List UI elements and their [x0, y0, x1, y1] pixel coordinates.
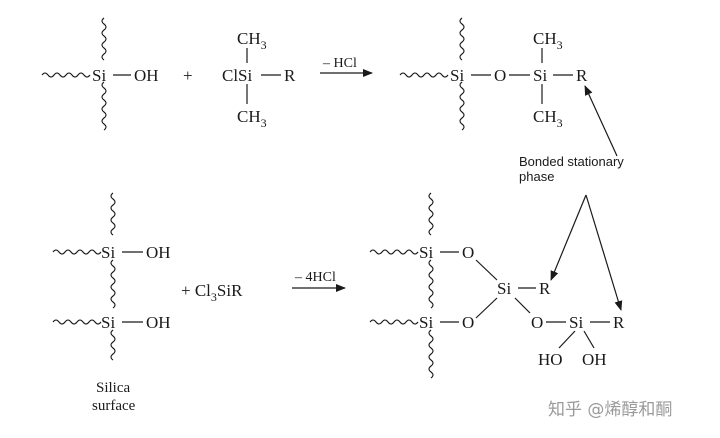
silicon-label: Si: [419, 243, 433, 262]
oxygen-label: O: [462, 313, 474, 332]
trichlorosilane-reagent: + Cl3SiR: [181, 281, 243, 304]
hydroxyl-label: OH: [146, 313, 171, 332]
wavy-bond-bottom: [428, 329, 434, 379]
silicon-label: Si: [533, 66, 547, 85]
silicon-label: Si: [92, 66, 106, 85]
si-o-link-bond: [514, 297, 531, 314]
wavy-bond-top: [428, 192, 434, 236]
silicon-label: Si: [569, 313, 583, 332]
wavy-bond-left: [41, 72, 91, 78]
wavy-bond-bottom: [101, 81, 107, 131]
oxygen-label: O: [531, 313, 543, 332]
wavy-bond-left-bottom: [369, 319, 419, 325]
r-group-label: R: [613, 313, 625, 332]
hydroxyl-label: HO: [538, 350, 563, 369]
wavy-bond-bottom: [459, 81, 465, 131]
wavy-bond-left-bottom: [52, 319, 102, 325]
r-group-label: R: [576, 66, 588, 85]
reaction2-product: Si O Si O Si R O Si R HO OH: [369, 192, 625, 379]
si-oh-bond: [583, 330, 595, 349]
silicon-label: Si: [101, 243, 115, 262]
wavy-bond-top: [101, 17, 107, 61]
r-group-label: R: [539, 279, 551, 298]
reaction2-reactant-silica-surface: Si OH Si OH Silica surface: [52, 192, 171, 414]
silicon-label: Si: [497, 279, 511, 298]
surface-label-line2: surface: [92, 398, 136, 414]
hydroxyl-label: OH: [582, 350, 607, 369]
hydroxyl-label: OH: [134, 66, 159, 85]
si-ho-bond: [558, 330, 576, 349]
wavy-bond-left: [399, 72, 449, 78]
wavy-bond-left-top: [52, 249, 102, 255]
reaction2-arrow: – 4HCl: [292, 270, 346, 292]
silicon-label: Si: [101, 313, 115, 332]
reaction1-reactant-chlorosilane: CH3 ClSi R CH3: [222, 29, 296, 130]
methyl-bottom-label: CH3: [533, 107, 563, 130]
silicon-label: Si: [450, 66, 464, 85]
annotation-line1: Bonded stationary: [519, 154, 624, 169]
r-group-label: R: [284, 66, 296, 85]
reaction1-reactant-silanol: Si OH: [41, 17, 159, 131]
clsi-label: ClSi: [222, 66, 253, 85]
bonded-phase-annotation: Bonded stationary phase: [519, 85, 624, 311]
reaction1-product: Si O CH3 Si R CH3: [399, 17, 588, 131]
reaction1-condition: – HCl: [322, 56, 357, 71]
oxygen-label: O: [494, 66, 506, 85]
wavy-bond-bottom: [110, 329, 116, 361]
surface-label-line1: Silica: [96, 380, 131, 396]
plus-sign: +: [183, 66, 193, 85]
pointer-arrow-to-r2: [550, 194, 587, 281]
reaction1-arrow: – HCl: [320, 56, 373, 77]
methyl-top-label: CH3: [237, 29, 267, 52]
methyl-bottom-label: CH3: [237, 107, 267, 130]
pointer-arrow-to-r3: [585, 194, 623, 311]
pointer-arrow-to-r1: [584, 85, 618, 157]
silicon-label: Si: [419, 313, 433, 332]
wavy-bond-middle: [428, 259, 434, 309]
watermark: 知乎 @烯醇和酮: [548, 400, 672, 420]
wavy-bond-left-top: [369, 249, 419, 255]
oxygen-label: O: [462, 243, 474, 262]
o-si-bond-lower: [475, 297, 498, 319]
reaction2-condition: – 4HCl: [294, 270, 336, 285]
methyl-top-label: CH3: [533, 29, 563, 52]
wavy-bond-middle: [110, 259, 116, 309]
annotation-line2: phase: [519, 169, 554, 184]
o-si-bond-upper: [475, 259, 498, 281]
hydroxyl-label: OH: [146, 243, 171, 262]
wavy-bond-top: [459, 17, 465, 61]
wavy-bond-top: [110, 192, 116, 236]
